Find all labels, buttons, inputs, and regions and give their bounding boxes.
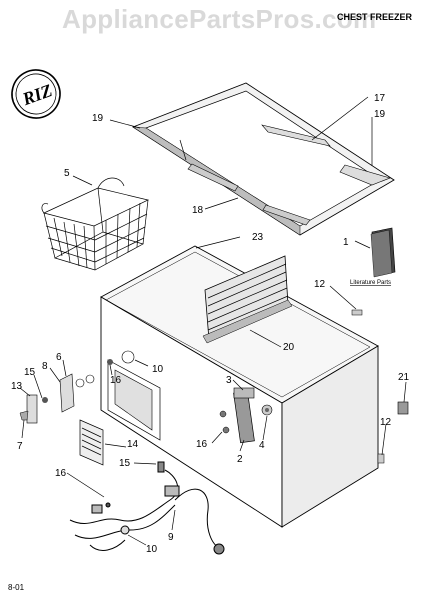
callout-3: 3 <box>226 375 232 386</box>
callout-1: 1 <box>343 237 349 248</box>
hinge-assembly <box>219 387 273 444</box>
callout-10-top: 10 <box>152 364 164 375</box>
diagram-title: CHEST FREEZER <box>337 12 413 22</box>
callout-19-right: 19 <box>374 109 386 120</box>
callout-8: 8 <box>42 361 48 372</box>
callout-12-side: 12 <box>380 417 392 428</box>
compressor-grille <box>79 419 104 466</box>
callout-17: 17 <box>374 93 386 104</box>
leveling-leg <box>397 401 409 415</box>
literature-booklet <box>370 227 396 278</box>
callout-20: 20 <box>283 342 295 353</box>
wiring-harness <box>69 461 225 555</box>
breaker-strip <box>187 163 311 226</box>
callout-23: 23 <box>252 232 264 243</box>
callout-16-top: 16 <box>110 375 122 386</box>
callout-2: 2 <box>237 454 243 465</box>
date-code: 8-01 <box>8 583 25 592</box>
callout-13: 13 <box>11 381 23 392</box>
site-watermark: AppliancePartsPros.com <box>62 4 377 34</box>
divider-panel <box>202 255 293 344</box>
callout-15-left: 15 <box>24 367 36 378</box>
thermostat-parts <box>19 350 135 424</box>
callout-14: 14 <box>127 439 139 450</box>
wire-basket <box>41 177 150 271</box>
label-top <box>351 309 363 316</box>
callout-21: 21 <box>398 372 410 383</box>
callout-numbers: 19 17 19 5 18 23 1 12 20 3 4 2 16 12 21 … <box>11 93 410 555</box>
callout-10-bottom: 10 <box>146 544 158 555</box>
literature-label: Literature Parts <box>350 280 391 286</box>
callout-9: 9 <box>168 532 174 543</box>
brand-logo: RIZ <box>11 69 61 119</box>
callout-15-bottom: 15 <box>119 458 131 469</box>
callout-16-right: 16 <box>196 439 208 450</box>
callout-16-bottom: 16 <box>55 468 67 479</box>
callout-6: 6 <box>56 352 62 363</box>
callout-5: 5 <box>64 168 70 179</box>
callout-7: 7 <box>17 441 23 452</box>
callout-19-left: 19 <box>92 113 104 124</box>
door-gasket <box>132 82 395 236</box>
freezer-cabinet <box>100 245 379 528</box>
callout-4: 4 <box>259 440 265 451</box>
leader-lines <box>19 96 407 546</box>
callout-12-top: 12 <box>314 279 326 290</box>
callout-18: 18 <box>192 205 204 216</box>
label-side <box>377 453 385 464</box>
